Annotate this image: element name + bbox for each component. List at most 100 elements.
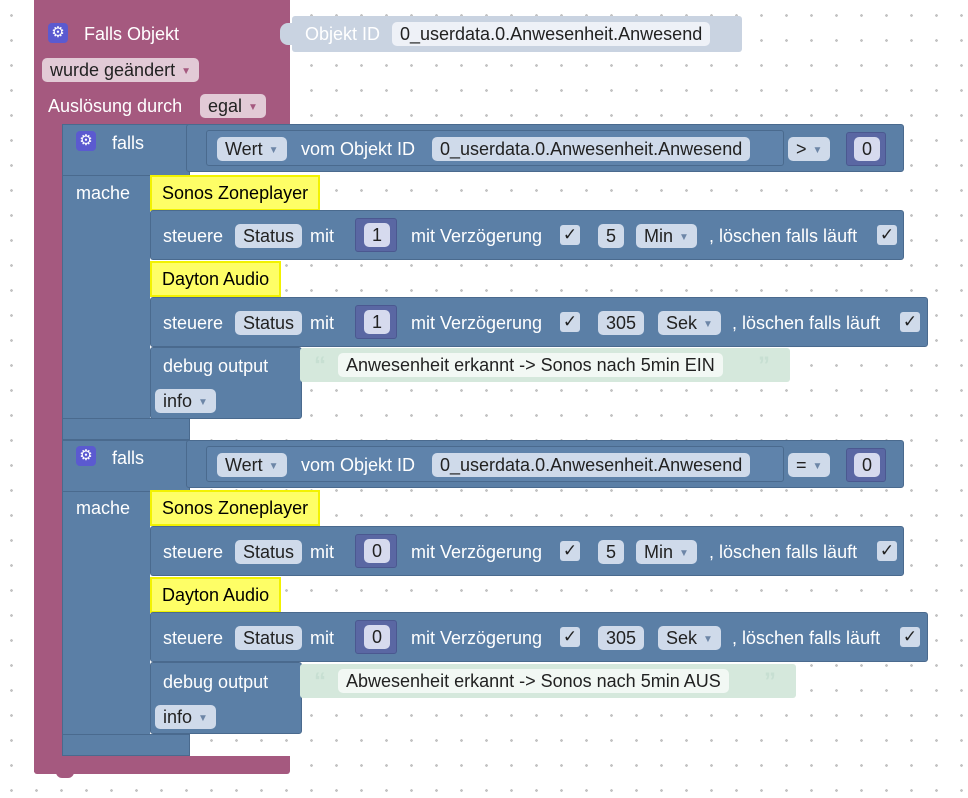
quote-open-icon: “ (314, 352, 326, 379)
gear-icon[interactable]: ⚙ (48, 23, 68, 43)
value-type: Wert (225, 139, 263, 159)
delay-unit-dropdown[interactable]: Sek▼ (658, 311, 721, 335)
delay-value: 305 (606, 313, 637, 333)
device-name-block[interactable]: Sonos Zoneplayer (150, 175, 321, 211)
with-label: mit (310, 226, 334, 246)
value-number[interactable]: 1 (364, 310, 390, 334)
trigger-value: egal (208, 96, 243, 116)
delay-label: mit Verzögerung (411, 226, 543, 246)
property: Status (243, 542, 295, 562)
clear-label: , löschen falls läuft (709, 542, 858, 562)
delay-value-field[interactable]: 305 (598, 311, 645, 335)
cond-object-id: 0_userdata.0.Anwesenheit.Anwesend (440, 455, 743, 475)
delay-unit: Min (644, 542, 674, 562)
delay-unit-dropdown[interactable]: Sek▼ (658, 626, 721, 650)
object-id-label: Objekt ID (305, 24, 381, 44)
cond-object-field[interactable]: 0_userdata.0.Anwesenheit.Anwesend (432, 453, 751, 477)
value-type-dropdown[interactable]: Wert ▼ (217, 453, 287, 477)
operator: > (796, 139, 807, 159)
property-dropdown[interactable]: Status (235, 311, 303, 335)
object-connector (280, 23, 294, 45)
control-label: steuere (163, 313, 224, 333)
property-dropdown[interactable]: Status (235, 224, 303, 248)
control-label: steuere (163, 226, 224, 246)
compare-number-block[interactable]: 0 (846, 132, 886, 166)
compare-number[interactable]: 0 (854, 453, 880, 477)
condition-dropdown[interactable]: wurde geändert▼ (42, 58, 199, 82)
clear-checkbox[interactable]: ✓ (900, 627, 920, 647)
debug-level-dropdown[interactable]: info▼ (155, 705, 216, 729)
event-title: Falls Objekt (84, 24, 180, 44)
debug-message-field[interactable]: Abwesenheit erkannt -> Sonos nach 5min A… (338, 669, 729, 693)
delay-value-field[interactable]: 305 (598, 626, 645, 650)
with-label: mit (310, 542, 334, 562)
object-of-label: vom Objekt ID (301, 139, 416, 159)
property-dropdown[interactable]: Status (235, 626, 303, 650)
quote-open-icon: “ (314, 668, 326, 695)
value-number-block[interactable]: 0 (355, 534, 397, 568)
property: Status (243, 628, 295, 648)
compare-number[interactable]: 0 (854, 137, 880, 161)
property: Status (243, 313, 295, 333)
value-number[interactable]: 0 (364, 539, 390, 563)
value-number-block[interactable]: 1 (355, 218, 397, 252)
do-label: mache (76, 498, 131, 518)
gear-icon[interactable]: ⚙ (76, 446, 96, 466)
delay-value: 305 (606, 628, 637, 648)
delay-checkbox[interactable]: ✓ (560, 541, 580, 561)
delay-unit-dropdown[interactable]: Min▼ (636, 224, 697, 248)
do-label: mache (76, 183, 131, 203)
if-block-spine (62, 440, 150, 756)
object-id-value: 0_userdata.0.Anwesenheit.Anwesend (400, 24, 703, 44)
delay-value-field[interactable]: 5 (598, 540, 625, 564)
event-block-bottom-tab (56, 770, 74, 778)
delay-label: mit Verzögerung (411, 628, 543, 648)
delay-checkbox[interactable]: ✓ (560, 225, 580, 245)
clear-checkbox[interactable]: ✓ (877, 541, 897, 561)
control-label: steuere (163, 628, 224, 648)
event-block-spine (34, 0, 64, 772)
clear-checkbox[interactable]: ✓ (900, 312, 920, 332)
value-number-block[interactable]: 0 (355, 620, 397, 654)
quote-close-icon: ” (764, 668, 776, 695)
control-block[interactable] (150, 297, 928, 347)
clear-label: , löschen falls läuft (732, 628, 881, 648)
value-type: Wert (225, 455, 263, 475)
object-id-field[interactable]: 0_userdata.0.Anwesenheit.Anwesend (392, 22, 711, 46)
value-number-block[interactable]: 1 (355, 305, 397, 339)
trigger-label: Auslösung durch (48, 96, 183, 116)
value-type-dropdown[interactable]: Wert ▼ (217, 137, 287, 161)
value-number[interactable]: 1 (364, 223, 390, 247)
device-name-block[interactable]: Sonos Zoneplayer (150, 490, 321, 526)
clear-label: , löschen falls läuft (732, 313, 881, 333)
delay-checkbox[interactable]: ✓ (560, 627, 580, 647)
chevron-down-icon: ▼ (812, 461, 823, 472)
value-number[interactable]: 0 (364, 625, 390, 649)
cond-object-field[interactable]: 0_userdata.0.Anwesenheit.Anwesend (432, 137, 751, 161)
gear-icon[interactable]: ⚙ (76, 131, 96, 151)
delay-value-field[interactable]: 5 (598, 224, 625, 248)
chevron-down-icon: ▼ (268, 461, 279, 472)
delay-value: 5 (606, 542, 617, 562)
if-label: falls (112, 133, 145, 153)
if-block-footer (62, 734, 190, 756)
clear-checkbox[interactable]: ✓ (877, 225, 897, 245)
operator-dropdown[interactable]: >▼ (788, 137, 831, 161)
chevron-down-icon: ▼ (198, 713, 208, 724)
device-name-block[interactable]: Dayton Audio (150, 577, 282, 613)
trigger-dropdown[interactable]: egal▼ (200, 94, 266, 118)
property-dropdown[interactable]: Status (235, 540, 303, 564)
chevron-down-icon: ▼ (268, 145, 279, 156)
debug-level-dropdown[interactable]: info▼ (155, 389, 216, 413)
debug-message-field[interactable]: Anwesenheit erkannt -> Sonos nach 5min E… (338, 353, 723, 377)
device-name-block[interactable]: Dayton Audio (150, 261, 282, 297)
debug-label: debug output (163, 356, 269, 376)
delay-checkbox[interactable]: ✓ (560, 312, 580, 332)
chevron-down-icon: ▼ (198, 397, 208, 408)
operator: = (796, 455, 807, 475)
if-label: falls (112, 448, 145, 468)
operator-dropdown[interactable]: =▼ (788, 453, 831, 477)
clear-label: , löschen falls läuft (709, 226, 858, 246)
delay-unit-dropdown[interactable]: Min▼ (636, 540, 697, 564)
compare-number-block[interactable]: 0 (846, 448, 886, 482)
